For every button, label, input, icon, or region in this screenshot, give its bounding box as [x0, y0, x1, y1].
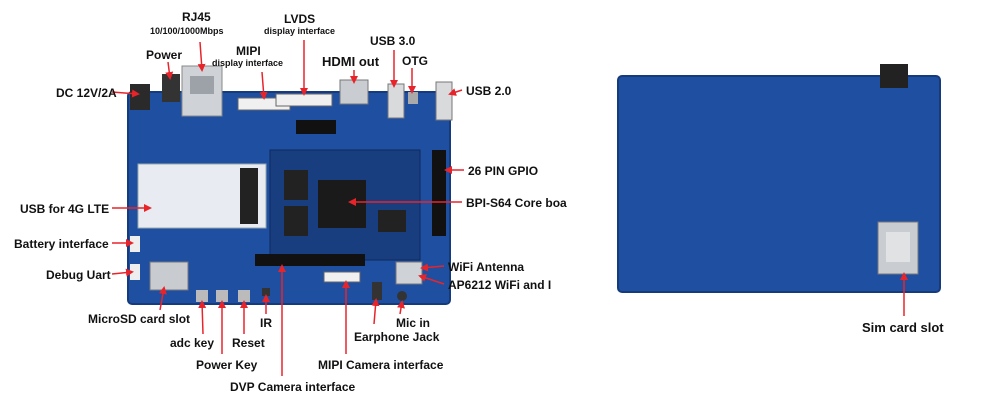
adc-key-switch — [196, 290, 208, 302]
front-board — [128, 66, 452, 304]
label-dc: DC 12V/2A — [56, 86, 117, 100]
gpio-header — [432, 150, 446, 236]
label-usb2: USB 2.0 — [466, 84, 511, 98]
lvds-connector — [276, 94, 332, 106]
label-sim: Sim card slot — [862, 320, 944, 335]
label-lvds: LVDS — [284, 12, 315, 26]
soc-chip — [318, 180, 366, 228]
label-ap6212: AP6212 WiFi and I — [448, 278, 551, 292]
mic-jack — [397, 291, 407, 301]
label-power: Power — [146, 48, 182, 62]
ap6212-module — [396, 262, 422, 284]
back-board — [618, 64, 940, 292]
label-lvds-sub: display interface — [264, 26, 335, 37]
label-gpio: 26 PIN GPIO — [468, 164, 538, 178]
label-ir: IR — [260, 316, 272, 330]
hdmi-port — [340, 80, 368, 104]
label-mipi-camera: MIPI Camera interface — [318, 358, 443, 372]
label-microsd: MicroSD card slot — [88, 312, 190, 326]
usb3-port — [388, 84, 404, 118]
label-dvp-camera: DVP Camera interface — [230, 380, 355, 394]
label-adc-key: adc key — [170, 336, 214, 350]
ir-receiver — [262, 288, 270, 296]
label-reset: Reset — [232, 336, 265, 350]
microsd-slot — [150, 262, 188, 290]
dc-jack — [130, 84, 150, 110]
lvds-header — [296, 120, 336, 134]
label-mic: Mic in — [396, 316, 430, 330]
otg-port — [408, 92, 418, 104]
label-battery: Battery interface — [14, 237, 109, 251]
label-usb3: USB 3.0 — [370, 34, 415, 48]
usb2-port — [436, 82, 452, 120]
dvp-connector — [255, 254, 365, 266]
label-usb-4g: USB for 4G LTE — [20, 202, 109, 216]
label-core-board: BPI-S64 Core boa — [466, 196, 567, 210]
label-mipi-display: MIPI — [236, 44, 261, 58]
label-debug-uart: Debug Uart — [46, 268, 111, 282]
label-rj45: RJ45 — [182, 10, 211, 24]
label-earphone: Earphone Jack — [354, 330, 439, 344]
power-switch — [162, 74, 180, 102]
battery-connector — [130, 236, 140, 252]
mipi-camera-connector — [324, 272, 360, 282]
reset-switch — [238, 290, 250, 302]
label-wifi-antenna: WiFi Antenna — [448, 260, 524, 274]
power-key-switch — [216, 290, 228, 302]
label-otg: OTG — [402, 54, 428, 68]
label-hdmi: HDMI out — [322, 54, 379, 69]
label-mipi-display-sub: display interface — [212, 58, 283, 69]
label-rj45-speed: 10/100/1000Mbps — [150, 26, 224, 37]
earphone-jack — [372, 282, 382, 300]
label-power-key: Power Key — [196, 358, 257, 372]
